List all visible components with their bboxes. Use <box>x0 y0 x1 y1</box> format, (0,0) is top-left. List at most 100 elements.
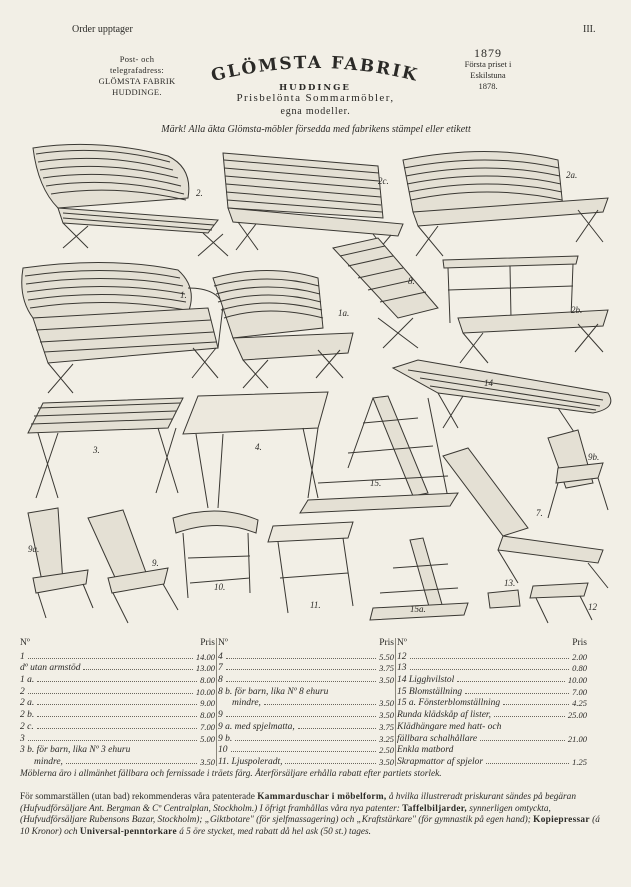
row-item: 2 a. <box>20 698 35 709</box>
leader-dots <box>36 727 198 729</box>
row-price: 9.00 <box>200 698 215 709</box>
ad-product-name: Universal-penntorkare <box>79 826 177 837</box>
price-row: 1 a.8.00 <box>20 673 215 685</box>
row-price: 2.00 <box>572 651 587 662</box>
ad-text: (á 10 Kronor) och <box>20 815 600 837</box>
chair-9a-drawing <box>27 507 94 619</box>
row-price: 10.00 <box>567 675 587 686</box>
folding-note: Möblerna äro i allmänhet fällbara och fe… <box>20 769 442 779</box>
leader-dots <box>235 739 377 741</box>
ad-text: á 5 öre stycket, med rabatt då hel ask (… <box>179 826 371 837</box>
label-9b: 9b. <box>588 452 599 462</box>
price-row: 2 a. 9.00 <box>20 697 215 709</box>
label-2c: 2c. <box>378 176 389 186</box>
postal-address: Post- och telegrafadress: GLÖMSTA FABRIK… <box>78 54 196 98</box>
leader-dots <box>225 716 377 718</box>
row-price: 0.80 <box>572 663 587 674</box>
address-line: HUDDINGE. <box>112 87 162 97</box>
row-item: dº utan armstöd <box>20 663 81 674</box>
row-price: 25.00 <box>567 710 587 721</box>
ad-product-name: Taffelbiljarder, <box>402 803 467 814</box>
label-4: 4. <box>255 442 262 452</box>
row-price: 2.50 <box>379 745 394 756</box>
stand-10-drawing <box>172 510 259 599</box>
row-price: 13.00 <box>195 663 215 674</box>
row-price: 5.00 <box>200 733 215 744</box>
label-10: 10. <box>214 582 225 592</box>
row-price: 3.25 <box>379 733 394 744</box>
label-7: 7. <box>536 508 543 518</box>
header-no: Nº <box>20 638 30 648</box>
address-line: GLÖMSTA FABRIK <box>98 76 176 86</box>
row-price: 3.50 <box>200 756 215 767</box>
leader-dots <box>27 739 198 741</box>
label-8: 8. <box>408 276 415 286</box>
bench-2c-drawing <box>222 152 404 261</box>
leader-dots <box>230 751 377 753</box>
advertisement-paragraph: För sommarställen (utan bad) rekommender… <box>20 792 610 838</box>
chair-9b-drawing <box>547 429 609 519</box>
price-row: Klädhängare med hatt- och <box>397 720 587 732</box>
row-item: 12 <box>397 651 407 662</box>
leader-dots <box>83 669 193 671</box>
authenticity-notice: Märk! Alla äkta Glömsta-möbler försedda … <box>161 124 471 135</box>
row-price: 3.50 <box>379 710 394 721</box>
stool-12-drawing <box>529 582 593 624</box>
row-item: 8 <box>218 675 223 686</box>
row-price: 8.00 <box>200 675 215 686</box>
brand-name: GLÖMSTA FABRIK <box>209 53 420 86</box>
row-price: 3.75 <box>379 721 394 732</box>
item-13-drawing <box>487 589 521 609</box>
row-item: 14 Ligghvilstol <box>397 675 455 686</box>
leader-dots <box>37 704 198 706</box>
price-row: 8 b. för barn, lika Nº 8 ehuru <box>218 685 394 697</box>
row-item: 2 b. <box>20 710 35 721</box>
plant-stand-15-drawing <box>299 395 459 514</box>
row-price: 8.00 <box>200 710 215 721</box>
header-no: Nº <box>218 638 228 648</box>
leader-dots <box>27 692 193 694</box>
price-row: Enkla matbord <box>397 744 587 756</box>
header-price: Pris <box>379 638 394 648</box>
table-divider <box>216 638 217 766</box>
price-row: 2 b. 8.00 <box>20 708 215 720</box>
award-line: Första priset i <box>464 59 512 69</box>
award-notice: 1879 Första priset i Eskilstuna 1878. <box>432 47 544 92</box>
row-price: 1.25 <box>572 756 587 767</box>
price-row: 14 Ligghvilstol 10.00 <box>397 673 587 685</box>
label-15: 15. <box>370 478 381 488</box>
chair-8-drawing <box>332 237 439 349</box>
row-price: 3.75 <box>379 663 394 674</box>
leader-dots <box>493 716 565 718</box>
row-item: Enkla matbord <box>397 745 454 756</box>
leader-dots <box>297 727 377 729</box>
brand-logo: GLÖMSTA FABRIK HUDDINGE <box>209 53 420 92</box>
label-9: 9. <box>152 558 159 568</box>
price-row: dº utan armstöd 13.00 <box>20 662 215 674</box>
price-row: 11. Ljuspoleradt,3.50 <box>218 755 394 767</box>
row-item: 3 b. för barn, lika Nº 3 ehuru <box>20 745 131 756</box>
award-line: Eskilstuna <box>470 70 506 80</box>
address-line: Post- och <box>119 54 155 64</box>
ad-text: För sommarställen (utan bad) rekommender… <box>20 792 255 802</box>
label-11: 11. <box>310 600 321 610</box>
row-item: mindre, <box>34 756 63 767</box>
ad-text: synnerligen omtyckta, (Hufvudförsäljare … <box>20 803 551 826</box>
row-item: 2 c. <box>20 721 34 732</box>
award-line: 1878. <box>478 81 498 91</box>
row-item: Skrapmattor af spjelor <box>397 756 484 767</box>
row-item: Klädhängare med hatt- och <box>397 721 502 732</box>
label-3: 3. <box>92 445 100 455</box>
leader-dots <box>37 681 198 683</box>
leader-dots <box>285 762 377 764</box>
